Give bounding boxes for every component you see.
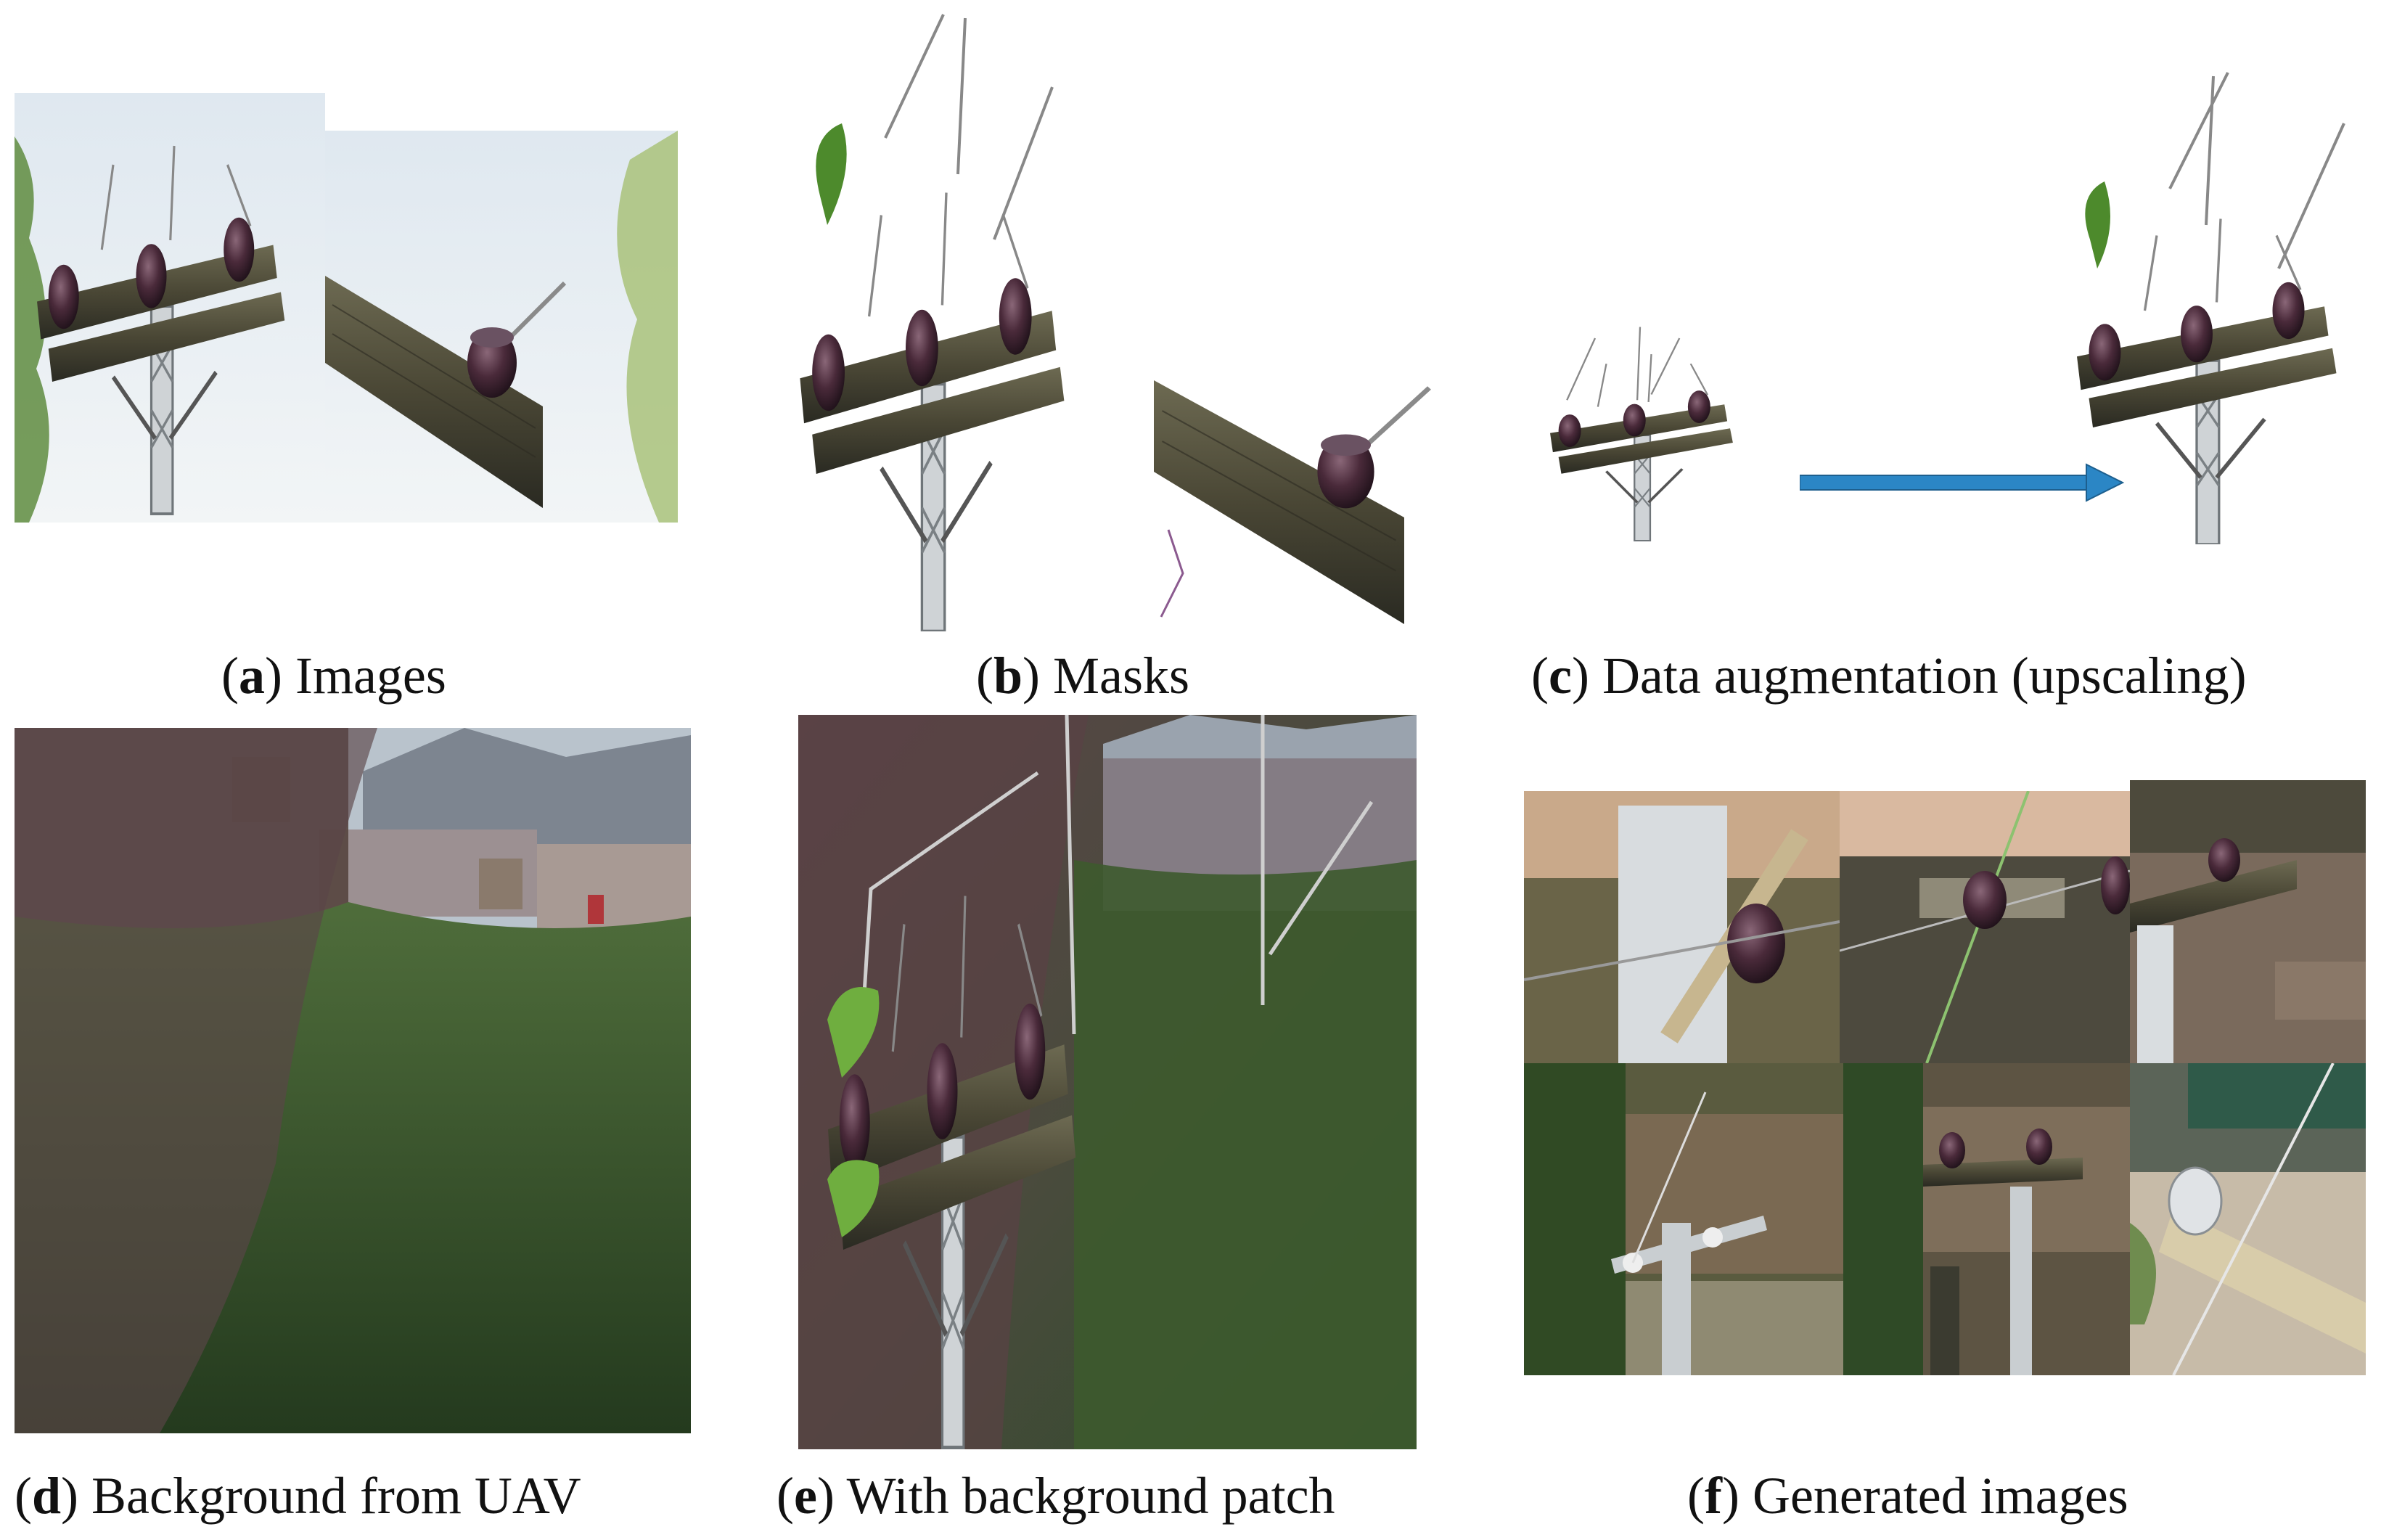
caption-d-letter: d <box>31 1467 62 1525</box>
caption-f-letter: f <box>1704 1467 1722 1525</box>
caption-a-text: Images <box>282 647 446 705</box>
generated-image-5 <box>1843 1063 2130 1375</box>
caption-e: (e) With background patch <box>776 1467 1335 1525</box>
caption-a: (a) Images <box>221 647 446 705</box>
generated-image-4 <box>1524 1063 1843 1375</box>
caption-c-text: Data augmentation (upscaling) <box>1589 647 2247 705</box>
image-closeup-photo <box>325 131 678 523</box>
mask-pole <box>776 7 1081 631</box>
caption-b-letter: b <box>993 647 1023 705</box>
generated-image-2 <box>1840 791 2130 1063</box>
augment-small <box>1528 312 1753 544</box>
panel-b <box>776 7 1408 631</box>
mask-closeup <box>1139 298 1444 631</box>
caption-f: (f) Generated images <box>1687 1467 2128 1525</box>
panel-c <box>1517 65 2359 544</box>
caption-d-text: Background from UAV <box>78 1467 581 1525</box>
caption-a-letter: a <box>238 647 265 705</box>
generated-image-6 <box>2130 1063 2366 1375</box>
caption-c-letter: c <box>1548 647 1572 705</box>
caption-b: (b) Masks <box>976 647 1190 705</box>
augment-large <box>2061 65 2359 544</box>
generated-image-3 <box>2130 780 2366 1063</box>
caption-d: (d) Background from UAV <box>15 1467 581 1525</box>
background-patch-photo <box>798 715 1417 1449</box>
caption-e-text: With background patch <box>834 1467 1335 1525</box>
arrow-icon <box>1800 463 2125 502</box>
background-uav-photo <box>15 728 691 1433</box>
panel-f <box>1524 780 2366 1375</box>
caption-f-text: Generated images <box>1739 1467 2128 1525</box>
image-pole-photo <box>15 93 325 523</box>
generated-image-1 <box>1524 791 1840 1063</box>
caption-c: (c) Data augmentation (upscaling) <box>1531 647 2247 705</box>
caption-b-text: Masks <box>1040 647 1190 705</box>
caption-e-letter: e <box>793 1467 817 1525</box>
panel-a <box>15 87 682 530</box>
